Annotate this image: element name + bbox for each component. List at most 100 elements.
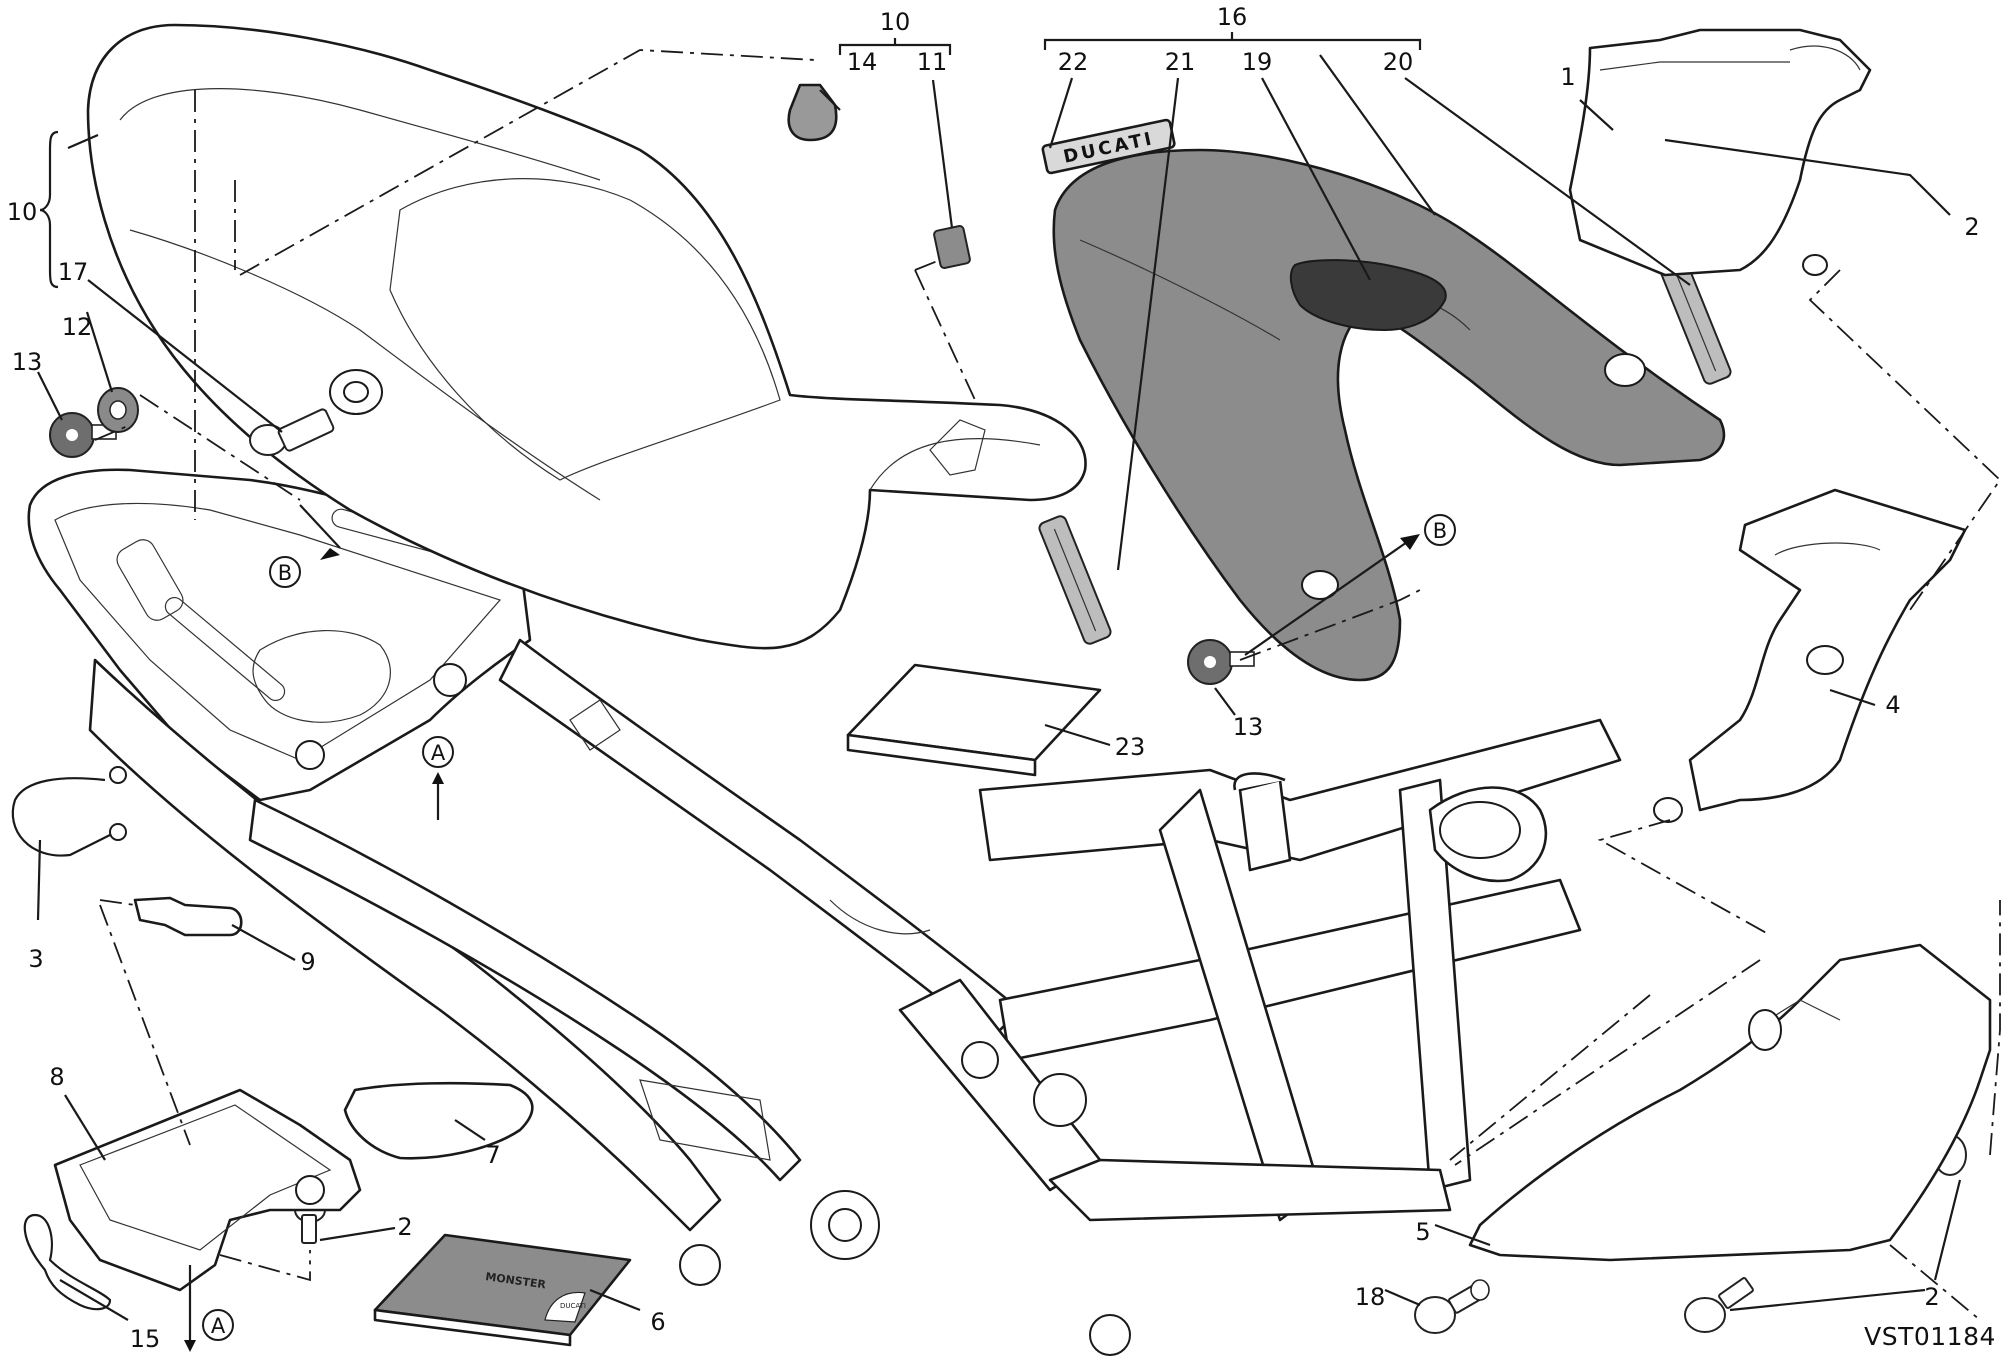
callout-22: 22 [1058, 48, 1089, 76]
callout-5: 5 [1415, 1218, 1430, 1246]
trellis-tube-lower [998, 878, 1582, 1062]
arrow-head-B-right [1400, 534, 1420, 550]
callout-23: 23 [1115, 733, 1146, 761]
side-panel-4-fold [1774, 542, 1881, 556]
leader-2-right-lower [1729, 1288, 1926, 1312]
seat-front-grommet-hole [343, 381, 369, 403]
leader-19 [1261, 77, 1371, 281]
side-decal-21 [1038, 515, 1112, 645]
swingarm-pivot-inner [828, 1208, 862, 1242]
decals: DUCATI [1038, 118, 1732, 645]
tray-cutout [252, 630, 391, 723]
callout-17: 17 [58, 258, 89, 286]
side-panel-4-grommet [1653, 797, 1683, 823]
leader-lines [36, 32, 1962, 1321]
passenger-seat-pad-19 [1289, 259, 1447, 332]
cowl-mount-hole-right [1604, 353, 1646, 387]
storage-tray-8-hole [295, 1175, 325, 1205]
owner-manual-23 [846, 663, 1102, 777]
rider-seat-cover [86, 23, 1087, 650]
leader-2-right-upper [1933, 1179, 1962, 1281]
manual-6-logo-text: DUCATI [560, 1302, 586, 1310]
side-panel-1-tabs [1599, 61, 1790, 71]
marker-B-right-ring [1424, 514, 1456, 546]
reference-markers: B B A A [202, 514, 1456, 1341]
tray-mount-hole-1 [433, 663, 467, 697]
trellis-tube-vertical [1398, 778, 1472, 1192]
cowl-mount-hole-left [1301, 570, 1339, 600]
frame-upper-lug [1238, 778, 1292, 872]
callout-10-top: 10 [880, 8, 911, 36]
callout-10-left: 10 [7, 198, 38, 226]
leader-3 [36, 839, 42, 921]
drawing-code: VST01184 [1864, 1322, 1996, 1351]
cable-3-end-1 [109, 766, 127, 784]
marker-B-right: B [1433, 519, 1447, 543]
seat-latch-hook [929, 419, 986, 476]
side-panel-4-hole [1806, 645, 1844, 675]
callout-1: 1 [1560, 63, 1575, 91]
leader-2-bottom-left [319, 1226, 396, 1242]
marker-A-bottom-ring [202, 1309, 234, 1341]
leader-1 [1579, 99, 1614, 131]
manual-23-edge [846, 733, 1037, 777]
seat-seam-2 [129, 229, 601, 501]
rider-seat [86, 23, 1087, 650]
seat-pin-17 [249, 408, 335, 456]
seat-panel-outline [389, 178, 781, 481]
clip-9 [133, 896, 243, 937]
steering-head-bore [1439, 801, 1521, 859]
storage-tray-8 [53, 1088, 362, 1292]
centerline-panel-5 [1449, 994, 1651, 1161]
callout-7: 7 [485, 1141, 500, 1169]
callout-12: 12 [62, 313, 93, 341]
side-panel-1-grommet [1802, 254, 1828, 276]
callout-15: 15 [130, 1325, 161, 1353]
centerline-screw-13 [94, 394, 301, 501]
leader-10a [67, 133, 99, 150]
centerline-tray-8 [99, 899, 311, 1282]
callout-labels: 1 2 2 2 3 4 5 6 7 8 9 10 10 11 12 13 13 … [7, 3, 1980, 1353]
side-panel-1-lip [1789, 45, 1861, 71]
leader-7 [454, 1119, 486, 1141]
cable-3 [11, 777, 111, 857]
callout-9: 9 [300, 948, 315, 976]
frame-lower-boss [679, 1244, 721, 1286]
marker-A-top-ring [422, 736, 454, 768]
leader-8 [64, 1094, 106, 1161]
frame-bottom-boss [1089, 1314, 1131, 1356]
screw-13-right [1187, 639, 1255, 685]
centerline-panel-1-4 [1808, 269, 2002, 611]
leader-12 [85, 311, 114, 393]
seat-seam-1 [119, 88, 601, 181]
leader-13b [1214, 687, 1236, 716]
leader-22 [1048, 77, 1074, 149]
arrow-line-B-right [1244, 539, 1411, 656]
centerline-panel-4-5 [1454, 819, 2001, 1321]
leader-23 [1044, 723, 1111, 747]
side-panel-5 [1468, 943, 1992, 1262]
owner-manual-6: MONSTER DUCATI [373, 1233, 632, 1347]
callout-4: 4 [1885, 691, 1900, 719]
frame-rail-upper [248, 798, 802, 1182]
assembly-centerlines [94, 49, 2002, 1321]
arrow-line-B-left [299, 504, 341, 549]
callout-13-right: 13 [1233, 713, 1264, 741]
callout-21: 21 [1165, 48, 1196, 76]
manual-6-logo-shield [544, 1291, 586, 1323]
leader-14 [819, 89, 841, 111]
side-decal-21-stripe [1053, 528, 1097, 632]
callout-6: 6 [650, 1308, 665, 1336]
centerline-seat-front [194, 49, 816, 520]
bolt-2-right-lower [1684, 1277, 1754, 1333]
callout-18: 18 [1355, 1283, 1386, 1311]
bolt-18 [1414, 1279, 1490, 1334]
leader-17 [87, 279, 283, 433]
callout-8: 8 [49, 1063, 64, 1091]
brace-10-left [39, 130, 59, 289]
hook-15 [23, 1213, 112, 1311]
callout-2-bottom-left: 2 [397, 1213, 412, 1241]
callout-19: 19 [1242, 48, 1273, 76]
cable-3-end-2 [109, 823, 127, 841]
leader-21 [1116, 77, 1180, 571]
